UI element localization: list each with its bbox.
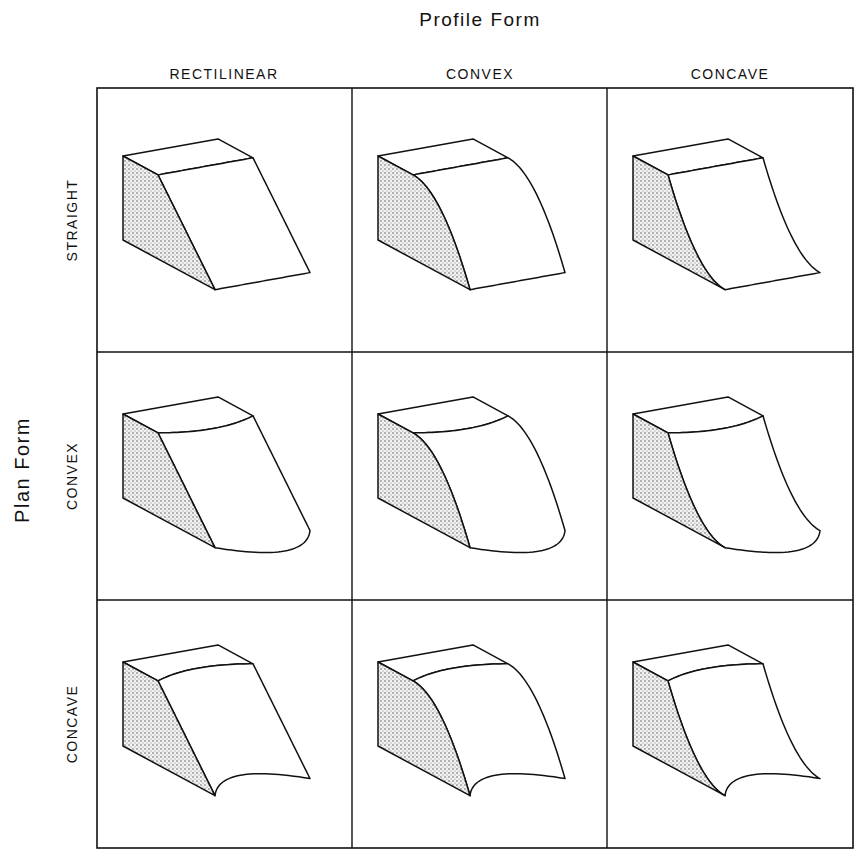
grid-line (97, 599, 853, 600)
end-face (123, 156, 215, 290)
end-face (123, 662, 215, 796)
end-face (123, 414, 215, 548)
label-holder: RECTILINEAR (169, 65, 278, 83)
label-holder: CONVEX (446, 65, 514, 83)
slope-face (668, 416, 820, 553)
slope-block (123, 139, 310, 290)
slope-block (378, 397, 565, 553)
end-face (378, 156, 470, 290)
label-holder: Profile Form (419, 9, 540, 31)
column-header: CONCAVE (691, 66, 770, 82)
end-face (378, 414, 470, 548)
grid (97, 88, 853, 848)
axis-title: Profile Form (419, 9, 540, 31)
grid-line (351, 88, 352, 848)
label-holder: CONCAVE (691, 65, 770, 83)
slope-block (633, 397, 820, 553)
row-header: CONCAVE (64, 685, 80, 764)
end-face (378, 662, 470, 796)
label-holder: CONCAVE (63, 685, 81, 764)
row-header: STRAIGHT (64, 179, 80, 262)
row-header: CONVEX (64, 442, 80, 510)
grid-border (97, 88, 853, 848)
column-header: RECTILINEAR (169, 66, 278, 82)
slope-block (633, 645, 820, 796)
grid-line (606, 88, 607, 848)
slope-block (123, 397, 310, 553)
column-header: CONVEX (446, 66, 514, 82)
label-holder: Plan Form (11, 417, 34, 523)
end-face (633, 414, 725, 548)
grid-line (97, 351, 853, 352)
end-face (633, 662, 725, 796)
label-holder: STRAIGHT (63, 179, 81, 262)
slope-block (633, 139, 820, 290)
slope-block (378, 645, 565, 796)
slope-block (378, 139, 565, 290)
slope-block (123, 645, 310, 796)
label-holder: CONVEX (63, 442, 81, 510)
axis-title: Plan Form (11, 417, 34, 523)
end-face (633, 156, 725, 290)
